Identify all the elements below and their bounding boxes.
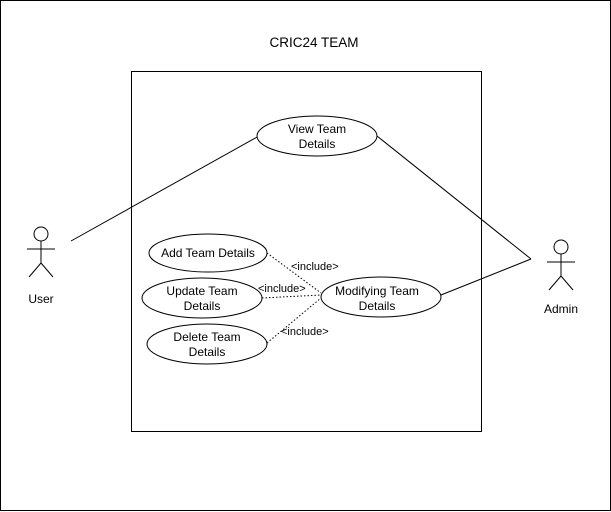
actor-admin: Admin [544, 239, 578, 316]
admin-modify-association [440, 258, 532, 296]
use-case-view-team-details: View Team Details [256, 115, 378, 157]
system-boundary [131, 71, 482, 432]
diagram-title: CRIC24 TEAM [269, 35, 358, 50]
include-label-update: <include> [258, 283, 306, 295]
use-case-view-line2: Details [299, 137, 336, 151]
use-case-add-team-details: Add Team Details [148, 233, 268, 273]
use-case-view-line1: View Team [288, 122, 346, 136]
include-link-add [266, 252, 322, 294]
use-case-modify-line2: Details [359, 299, 396, 313]
include-label-add: <include> [291, 261, 339, 273]
use-case-add-line1: Add Team Details [161, 246, 255, 260]
use-case-modify-ellipse [320, 276, 442, 318]
include-link-delete [266, 297, 322, 344]
use-case-modifying-team-details: Modifying Team Details [320, 276, 442, 318]
admin-stick-figure-icon [547, 239, 575, 291]
use-case-update-line2: Details [184, 299, 221, 313]
use-case-add-ellipse [148, 233, 268, 273]
include-link-update [261, 294, 322, 299]
actor-admin-label: Admin [544, 302, 578, 316]
user-view-association [70, 135, 260, 242]
use-case-view-ellipse [256, 115, 378, 157]
use-case-update-ellipse [141, 277, 263, 319]
user-stick-figure-icon [27, 226, 55, 278]
use-case-modify-line1: Modifying Team [335, 284, 419, 298]
use-case-delete-line1: Delete Team [173, 330, 240, 344]
use-case-delete-ellipse [146, 323, 268, 365]
admin-view-association [376, 135, 532, 260]
include-label-delete: <include> [281, 326, 329, 338]
use-case-update-team-details: Update Team Details [141, 277, 263, 319]
use-case-delete-team-details: Delete Team Details [146, 323, 268, 365]
use-case-delete-line2: Details [189, 345, 226, 359]
actor-user: User [27, 226, 55, 306]
actor-user-label: User [28, 292, 53, 306]
use-case-update-line1: Update Team [166, 284, 237, 298]
